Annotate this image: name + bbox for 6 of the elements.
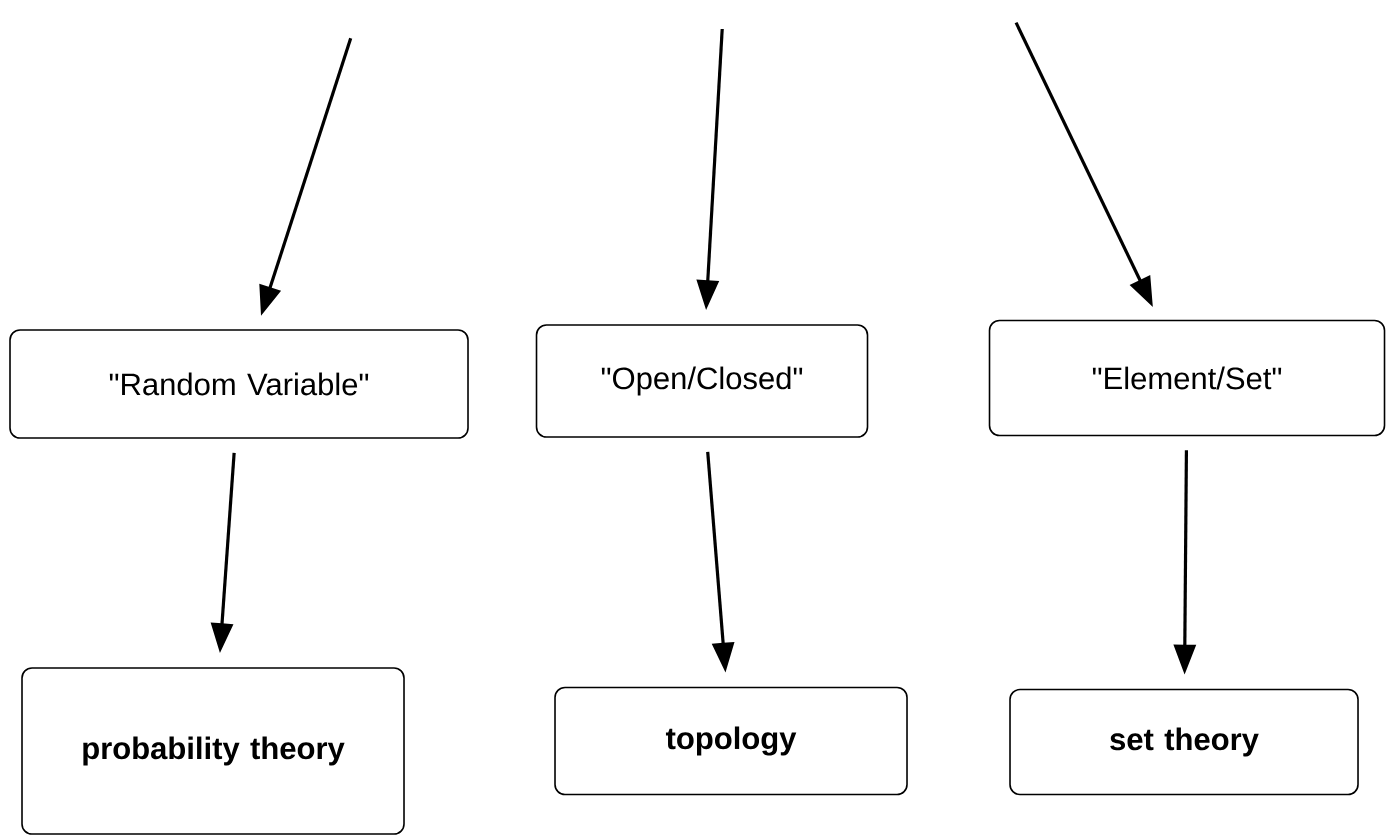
topic-box: topology [554,686,908,796]
concept-box: "Element/Set" [988,319,1386,437]
topic-box: set theory [1009,688,1359,796]
topic-box: probability theory [21,667,405,835]
concept-box: "Random Variable" [9,329,469,439]
concept-box: "Open/Closed" [535,324,869,438]
